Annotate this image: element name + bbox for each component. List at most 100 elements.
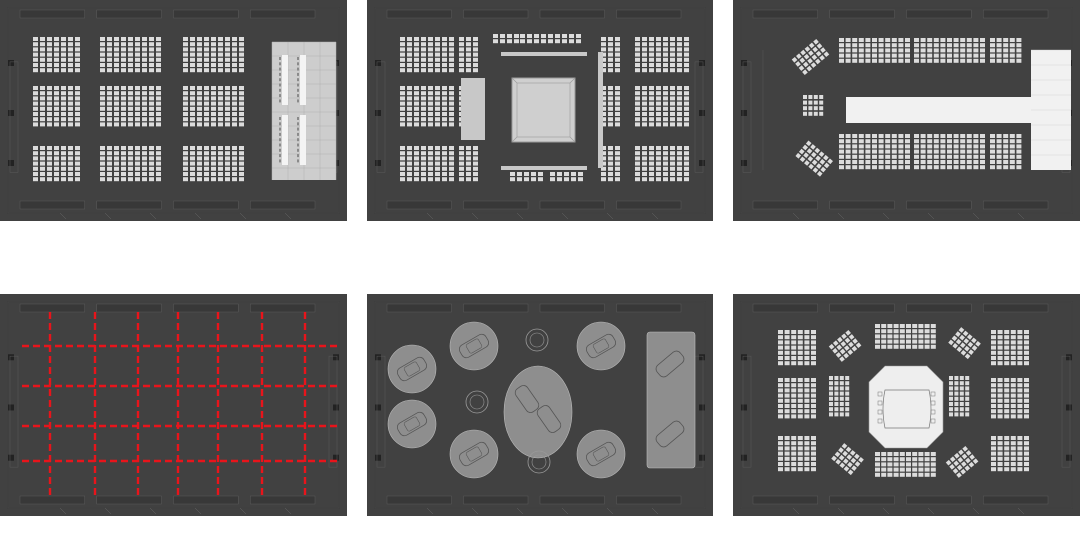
seat xyxy=(33,68,38,73)
equipment-strip xyxy=(983,200,1049,210)
seat xyxy=(197,37,202,41)
seat xyxy=(183,37,188,41)
seat xyxy=(980,165,985,170)
seat xyxy=(466,177,471,182)
seat xyxy=(47,106,52,111)
door-swing xyxy=(516,507,524,515)
seat xyxy=(778,356,783,360)
seat xyxy=(459,68,464,73)
seat xyxy=(980,48,985,53)
seat xyxy=(534,34,539,38)
seat xyxy=(649,151,654,156)
side-bar-right xyxy=(598,52,603,168)
seat xyxy=(428,47,433,52)
seat xyxy=(898,48,904,53)
seat xyxy=(428,42,433,47)
seat xyxy=(811,383,816,388)
seat xyxy=(996,165,1002,170)
seat xyxy=(649,161,654,166)
seat xyxy=(991,462,996,466)
seat xyxy=(1024,467,1029,472)
seat xyxy=(906,339,911,344)
seat xyxy=(778,383,783,388)
seat xyxy=(843,352,849,359)
seat xyxy=(819,111,824,116)
seat xyxy=(407,68,412,73)
seat xyxy=(1003,58,1009,63)
seat xyxy=(887,472,893,477)
chair-right xyxy=(930,391,936,397)
seat xyxy=(991,388,996,393)
seat xyxy=(54,146,59,150)
seat xyxy=(933,134,939,138)
seat xyxy=(811,462,816,466)
seat xyxy=(1004,451,1010,456)
door-swing xyxy=(194,212,202,220)
seat xyxy=(107,91,112,96)
seat xyxy=(878,58,884,63)
seat xyxy=(1024,462,1029,466)
seat xyxy=(997,361,1003,366)
seat xyxy=(135,151,140,156)
seat xyxy=(466,57,471,62)
seat xyxy=(149,47,154,52)
seat xyxy=(183,112,188,116)
seat xyxy=(121,112,126,116)
seat xyxy=(791,414,797,419)
chair xyxy=(297,57,299,60)
seat xyxy=(1009,43,1015,48)
seat xyxy=(507,34,512,38)
stage-corner xyxy=(511,77,518,84)
seat xyxy=(996,154,1002,159)
seat xyxy=(225,117,230,122)
seat xyxy=(428,68,433,73)
seat xyxy=(797,340,803,345)
seat xyxy=(615,91,620,96)
seat xyxy=(953,53,959,58)
seat xyxy=(784,441,790,446)
seat xyxy=(211,161,216,166)
chair-right xyxy=(930,409,936,415)
seat xyxy=(107,63,112,67)
seat xyxy=(858,457,864,463)
seat xyxy=(218,86,223,90)
door-swing xyxy=(606,212,614,220)
seat xyxy=(852,58,858,63)
door-swing xyxy=(651,507,659,515)
seat xyxy=(442,166,447,171)
seat xyxy=(1017,462,1023,466)
seat xyxy=(991,446,996,451)
seat xyxy=(677,42,682,47)
seat xyxy=(845,396,850,401)
seat xyxy=(887,339,893,344)
seat xyxy=(428,96,433,101)
seat xyxy=(791,409,797,414)
seat xyxy=(135,161,140,166)
seat xyxy=(190,156,195,161)
seat xyxy=(1004,441,1010,446)
seat xyxy=(885,160,891,164)
column xyxy=(375,404,381,411)
seat xyxy=(973,160,979,164)
seat xyxy=(839,38,844,42)
seat xyxy=(845,53,851,58)
seat xyxy=(520,39,525,44)
seat xyxy=(142,112,147,116)
seat xyxy=(114,68,119,73)
equipment-strip xyxy=(173,303,239,313)
seat xyxy=(930,457,936,462)
seat xyxy=(190,52,195,57)
seat xyxy=(959,381,964,386)
seat xyxy=(107,177,112,182)
seat xyxy=(1016,58,1022,63)
seat xyxy=(40,161,45,166)
seat xyxy=(459,146,464,150)
seat xyxy=(204,146,209,150)
seat xyxy=(872,144,877,149)
seat xyxy=(947,160,952,164)
seat xyxy=(68,146,73,150)
seat xyxy=(834,391,839,396)
seat xyxy=(816,163,822,169)
seat xyxy=(1016,43,1022,48)
seat xyxy=(912,334,918,339)
